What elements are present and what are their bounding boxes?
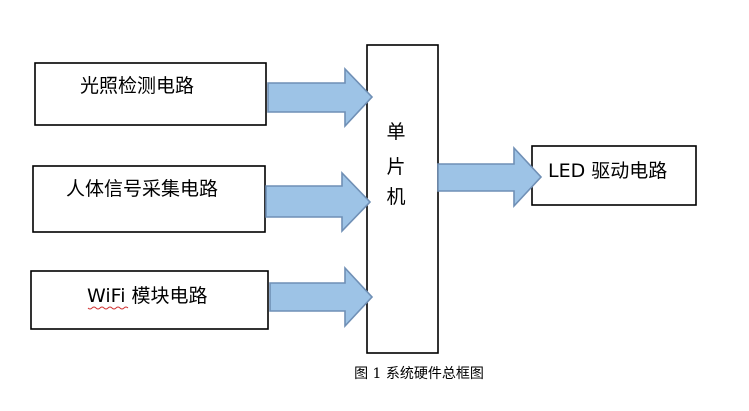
arrow-mcu-to-led [437, 145, 543, 209]
block-mcu: 单 片 机 [366, 44, 439, 354]
block-mcu-label-char-2: 片 [386, 156, 405, 178]
block-mcu-label-char-3: 机 [386, 186, 405, 208]
spellcheck-underline [87, 306, 129, 310]
arrow-human-to-mcu [265, 171, 372, 233]
block-light-detection: 光照检测电路 [34, 62, 267, 126]
block-light-detection-box [34, 62, 267, 126]
block-led-driver: LED 驱动电路 [531, 145, 697, 206]
arrow-wifi-to-mcu [269, 265, 374, 329]
block-human-signal: 人体信号采集电路 [32, 165, 266, 233]
block-human-signal-label: 人体信号采集电路 [66, 178, 218, 200]
block-human-signal-box [32, 165, 266, 233]
arrow-light-to-mcu [267, 67, 374, 129]
figure-caption: 图 1 系统硬件总框图 [354, 366, 484, 382]
block-wifi-module-label: WiFi 模块电路 [87, 285, 208, 307]
block-wifi-module-box [30, 270, 269, 330]
block-light-detection-label: 光照检测电路 [80, 75, 194, 97]
block-led-driver-label: LED 驱动电路 [548, 160, 667, 182]
block-mcu-box [366, 44, 439, 354]
block-wifi-module: WiFi 模块电路 [30, 270, 269, 330]
block-mcu-label-char-1: 单 [386, 121, 405, 143]
